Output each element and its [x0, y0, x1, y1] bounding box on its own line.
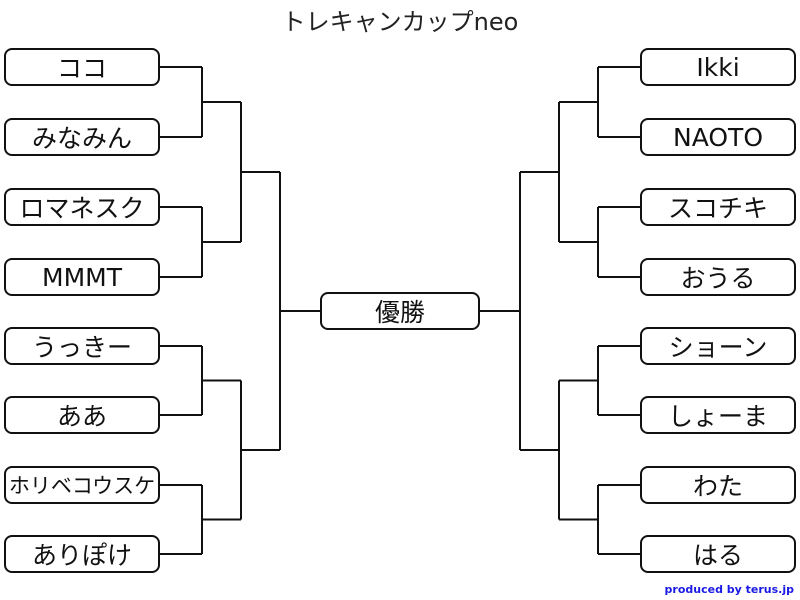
player-box-right-4: おうる [640, 258, 796, 296]
tournament-title: トレキャンカップneo [281, 8, 519, 36]
player-box-right-8: はる [640, 535, 796, 573]
credit-link[interactable]: produced by terus.jp [664, 583, 794, 596]
player-box-right-2: NAOTO [640, 118, 796, 156]
player-box-right-3: スコチキ [640, 188, 796, 226]
player-box-left-4: MMMT [4, 258, 160, 296]
player-box-left-7: ホリベコウスケ [4, 466, 160, 504]
player-box-left-8: ありぽけ [4, 535, 160, 573]
player-box-left-2: みなみん [4, 118, 160, 156]
player-box-right-6: しょーま [640, 396, 796, 434]
player-box-left-6: ああ [4, 396, 160, 434]
winner-box: 優勝 [320, 292, 480, 330]
player-box-right-5: ショーン [640, 327, 796, 365]
player-box-left-5: うっきー [4, 327, 160, 365]
player-box-right-7: わた [640, 466, 796, 504]
player-box-left-3: ロマネスク [4, 188, 160, 226]
player-box-right-1: Ikki [640, 48, 796, 86]
player-box-left-1: ココ [4, 48, 160, 86]
